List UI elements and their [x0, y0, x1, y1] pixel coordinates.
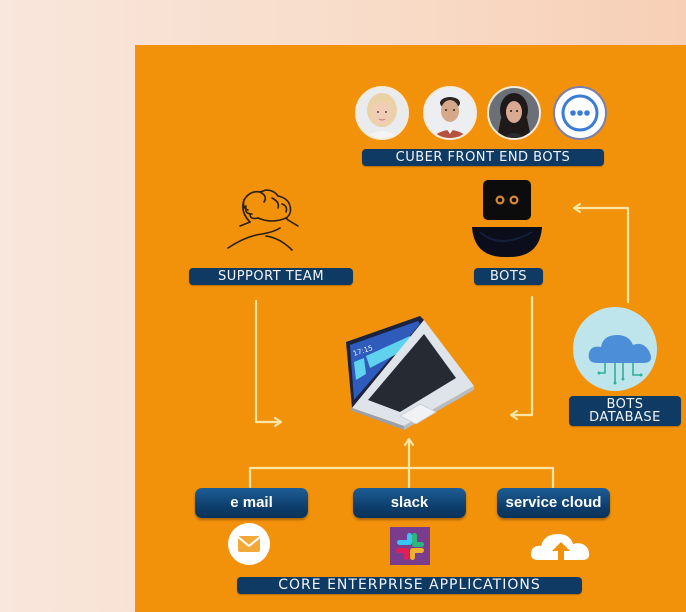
ellipsis-chat-icon [561, 94, 599, 132]
arrow-apps-head [403, 437, 415, 447]
cuber-front-end-bots-label: CUBER FRONT END BOTS [362, 149, 604, 166]
laptop-icon: 17:15 [346, 316, 474, 430]
robot-icon [472, 180, 542, 258]
bot-avatar-woman-dark-hair[interactable] [487, 86, 541, 140]
person-avatar-icon [357, 88, 407, 138]
bot-avatar-woman-blonde[interactable] [355, 86, 409, 140]
arrow-support-head [273, 416, 283, 428]
mail-icon [228, 523, 270, 565]
email-app-button[interactable]: e mail [195, 488, 308, 518]
arrow-bots-head [509, 409, 519, 421]
bots-database-label-line2: DATABASE [589, 410, 661, 425]
service-cloud-app-button[interactable]: service cloud [497, 488, 610, 518]
cloud-network-icon [588, 335, 651, 385]
handshake-icon [227, 189, 299, 251]
person-avatar-icon [489, 88, 539, 138]
bots-database-label: BOTS DATABASE [569, 396, 681, 426]
slack-icon [390, 527, 430, 565]
core-enterprise-applications-label: CORE ENTERPRISE APPLICATIONS [237, 577, 582, 594]
connector-apps-bus [248, 466, 555, 489]
slack-app-button[interactable]: slack [353, 488, 466, 518]
support-team-label: SUPPORT TEAM [189, 268, 353, 285]
more-bots-button[interactable] [553, 86, 607, 140]
bots-label: BOTS [474, 268, 543, 285]
arrow-bots-to-laptop [510, 295, 534, 417]
arrow-database-to-bots [573, 206, 630, 304]
person-avatar-icon [425, 88, 475, 138]
bot-avatar-man[interactable] [423, 86, 477, 140]
arrow-database-head [572, 202, 582, 214]
bots-database-label-line1: BOTS [606, 397, 644, 412]
cloud-upload-icon [530, 534, 590, 560]
arrow-support-to-laptop [254, 299, 282, 424]
